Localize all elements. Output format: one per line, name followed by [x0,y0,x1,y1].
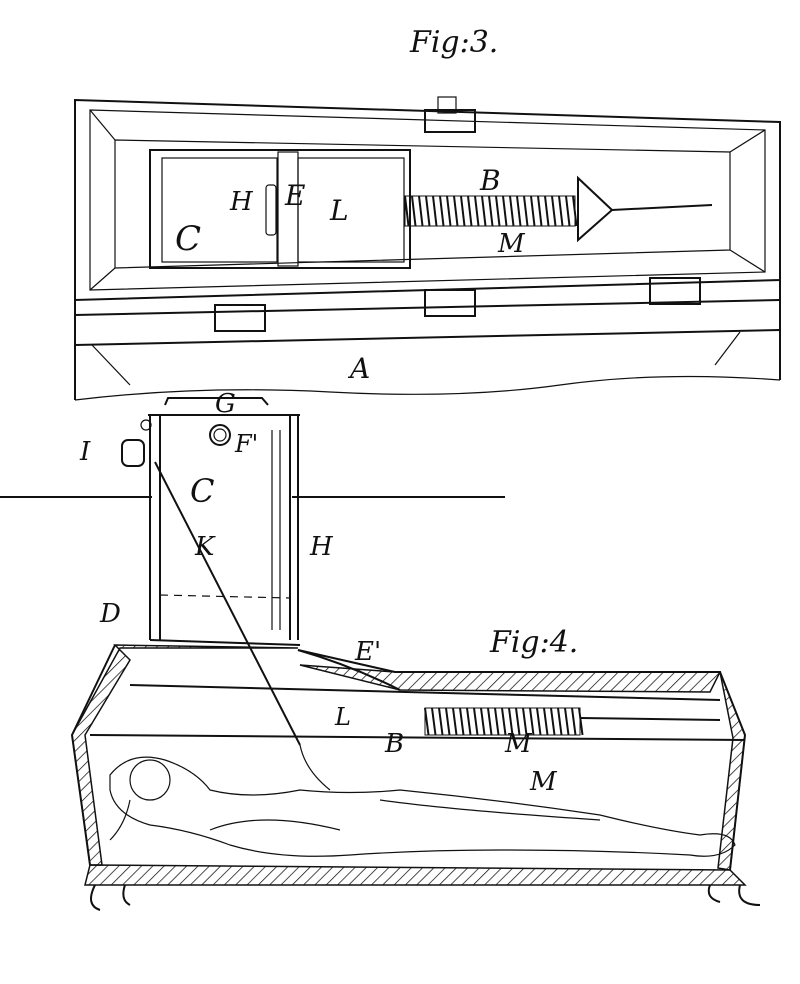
spring-coil [418,195,424,227]
label-B: B [479,164,501,197]
spring-coil [487,707,493,736]
spring-coil [530,195,536,227]
label-H-fig4: H [309,532,334,562]
label-C: C [175,219,201,259]
label-F: F' [234,430,258,458]
spring-coil [502,195,508,227]
bell-icon [121,419,152,467]
spring-coil [481,195,487,227]
coffin-section [70,644,761,911]
spring-coil [543,707,549,736]
spring-coil [523,195,529,227]
spring-coil [411,195,417,227]
coil-spring [424,707,584,736]
spring-coil [432,195,438,227]
spring-coil [480,707,486,736]
spring-coil [544,195,550,227]
label-M: M [497,229,526,259]
body-figure [109,756,736,857]
spring-outline [404,195,576,227]
spring-coil [446,195,452,227]
hinges [214,277,701,332]
figure-4: Fig:4. G F' I C K H D E' L B M M [0,389,761,911]
spring-coil [460,195,466,227]
spring-coil [488,195,494,227]
figure-3-title: Fig:3. [409,25,498,60]
spring-coil [452,707,458,736]
glass-window [149,149,411,269]
figure-3: Fig:3. [74,25,781,401]
label-D: D [99,599,121,629]
spring-coil [509,195,515,227]
spring-coil [516,195,522,227]
label-M-fig4: M [504,729,533,759]
label-B-fig4: B [384,729,404,759]
coil-spring [404,195,578,227]
label-K: K [194,532,216,562]
spring-coil [467,195,473,227]
spring-plate [577,175,614,243]
spring-coil [404,195,410,227]
spring-coil [425,195,431,227]
label-L: L [329,194,349,227]
spring-coil [501,707,507,736]
coffin-lid-top-view [74,96,781,302]
spring-coil [495,195,501,227]
spring-coil [564,707,570,736]
label-E: E [284,179,305,212]
spring-coil [550,707,556,736]
spring-coil [431,707,437,736]
spring-coil [445,707,451,736]
label-C-fig4: C [190,472,214,510]
spring-coil [508,707,514,736]
spring-coil [466,707,472,736]
label-E-fig4: E' [354,637,381,667]
spring-coil [453,195,459,227]
spring-coil [537,195,543,227]
spring-coil [473,707,479,736]
spring-coil [571,707,577,736]
label-M-body: M [529,767,558,797]
label-G: G [215,389,236,419]
spring-coil [515,707,521,736]
label-A: A [347,352,370,385]
spring-coil [536,707,542,736]
label-L-fig4: L [334,703,351,731]
air-shaft [148,397,301,646]
spring-coil [438,707,444,736]
spring-coil [424,707,430,736]
label-H: H [229,187,254,217]
spring-coil [565,195,571,227]
spring-coil [439,195,445,227]
spring-coil [529,707,535,736]
spring-coil [558,195,564,227]
spring-outline [424,707,581,736]
spring-coil [522,707,528,736]
spring-coil [557,707,563,736]
figure-4-title: Fig:4. [489,625,578,660]
label-I: I [79,437,91,467]
coffin-body-top-view [74,280,781,401]
spring-coil [474,195,480,227]
spring-coil [551,195,557,227]
spring-coil [459,707,465,736]
spring-coil [494,707,500,736]
bell-cord [154,461,301,746]
